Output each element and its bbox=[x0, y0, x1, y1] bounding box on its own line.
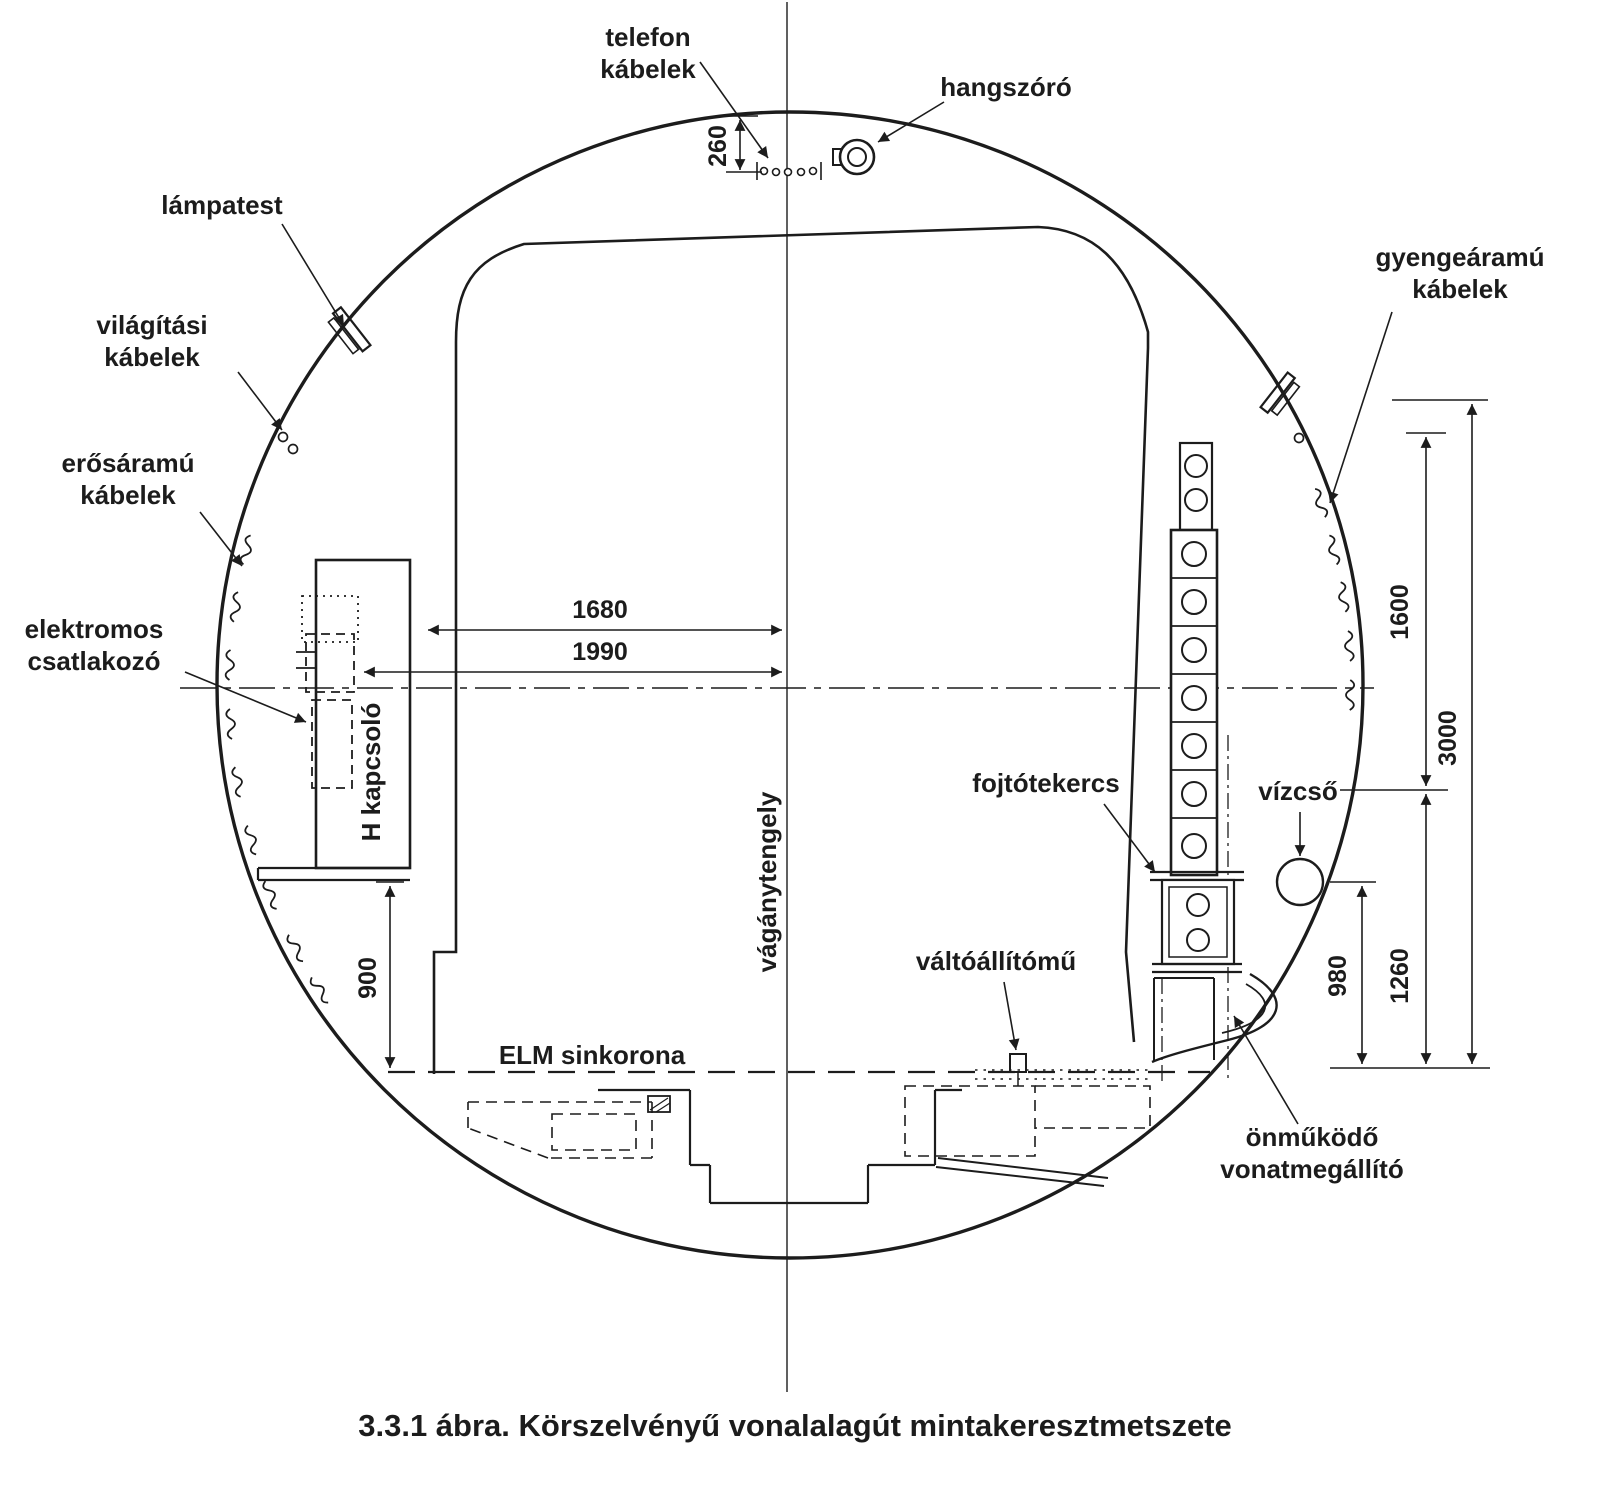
label-erosaramu-kabelek-1: erősáramú bbox=[62, 448, 195, 478]
leader-gyengearamu bbox=[1328, 311, 1393, 504]
clearance-profile bbox=[432, 225, 1150, 1074]
low-current-cable-fixture bbox=[1259, 370, 1305, 444]
dimension-lines bbox=[364, 119, 1478, 1068]
label-fojtotekercs: fojtótekercs bbox=[972, 768, 1119, 798]
electrical-connector bbox=[296, 595, 359, 789]
lamp-fixture bbox=[327, 305, 372, 355]
train-stop-device bbox=[1151, 972, 1278, 1064]
cable-ladder bbox=[1169, 441, 1229, 1080]
label-hangszoro: hangszóró bbox=[940, 72, 1071, 102]
dim-260: 260 bbox=[704, 125, 732, 167]
label-gyengearamu-kabelek-1: gyengeáramú bbox=[1375, 242, 1544, 272]
figure-caption: 3.3.1 ábra. Körszelvényű vonalalagút min… bbox=[358, 1408, 1232, 1443]
label-elektromos-csatlakozo-1: elektromos bbox=[25, 614, 164, 644]
dimension-labels: 260 1680 1990 900 1600 3000 980 1260 bbox=[354, 125, 1462, 1004]
label-onmukodo-2: vonatmegállító bbox=[1220, 1154, 1403, 1184]
label-elektromos-csatlakozo-2: csatlakozó bbox=[28, 646, 161, 676]
label-lampatest: lámpatest bbox=[161, 190, 283, 220]
label-valtoallitomu: váltóállítómű bbox=[916, 946, 1076, 976]
leader-telefon bbox=[699, 61, 769, 159]
label-gyengearamu-kabelek-2: kábelek bbox=[1412, 274, 1508, 304]
leader-fojtotekercs bbox=[1103, 803, 1156, 873]
dim-980: 980 bbox=[1324, 955, 1352, 997]
leader-hangszoro bbox=[877, 101, 945, 143]
label-onmukodo-1: önműködő bbox=[1246, 1122, 1379, 1152]
h-switch-cabinet bbox=[256, 558, 412, 882]
leader-erosaramu bbox=[199, 511, 243, 567]
label-telefon-kabelek-1: telefon bbox=[605, 22, 690, 52]
choke-coil-assembly bbox=[1150, 870, 1244, 1062]
cable-hatching-right bbox=[1314, 487, 1356, 711]
telephone-cables-fixture bbox=[756, 162, 822, 180]
dim-1990: 1990 bbox=[572, 638, 628, 666]
leader-valtoallitomu bbox=[1003, 981, 1020, 1051]
label-vizcso: vízcső bbox=[1258, 776, 1338, 806]
label-h-kapcsolo: H kapcsoló bbox=[356, 703, 386, 842]
label-telefon-kabelek-2: kábelek bbox=[600, 54, 696, 84]
dim-1600: 1600 bbox=[1386, 584, 1414, 640]
dim-1680: 1680 bbox=[572, 596, 628, 624]
water-pipe bbox=[1275, 857, 1325, 907]
leader-elektromos bbox=[184, 671, 307, 723]
leader-lampatest bbox=[281, 223, 345, 327]
rail-level-structures bbox=[388, 978, 1210, 1205]
loudspeaker-fixture bbox=[832, 138, 876, 176]
label-vaganytengely: vágánytengely bbox=[752, 791, 782, 972]
label-elm-sinkorona: ELM sinkorona bbox=[499, 1040, 686, 1070]
dim-1260: 1260 bbox=[1386, 948, 1414, 1004]
dimension-extension-lines bbox=[376, 115, 1490, 1069]
leader-onmukodo bbox=[1233, 1015, 1299, 1125]
dim-900: 900 bbox=[354, 957, 382, 999]
leader-vilagitasi bbox=[237, 371, 283, 431]
dim-3000: 3000 bbox=[1434, 710, 1462, 766]
labels: telefon kábelek hangszóró lámpatest vilá… bbox=[25, 22, 1545, 1184]
label-vilagitasi-kabelek-1: világítási bbox=[96, 310, 207, 340]
label-erosaramu-kabelek-2: kábelek bbox=[80, 480, 176, 510]
leader-lines bbox=[184, 61, 1393, 1125]
label-vilagitasi-kabelek-2: kábelek bbox=[104, 342, 200, 372]
lighting-cables-fixture bbox=[277, 431, 299, 455]
